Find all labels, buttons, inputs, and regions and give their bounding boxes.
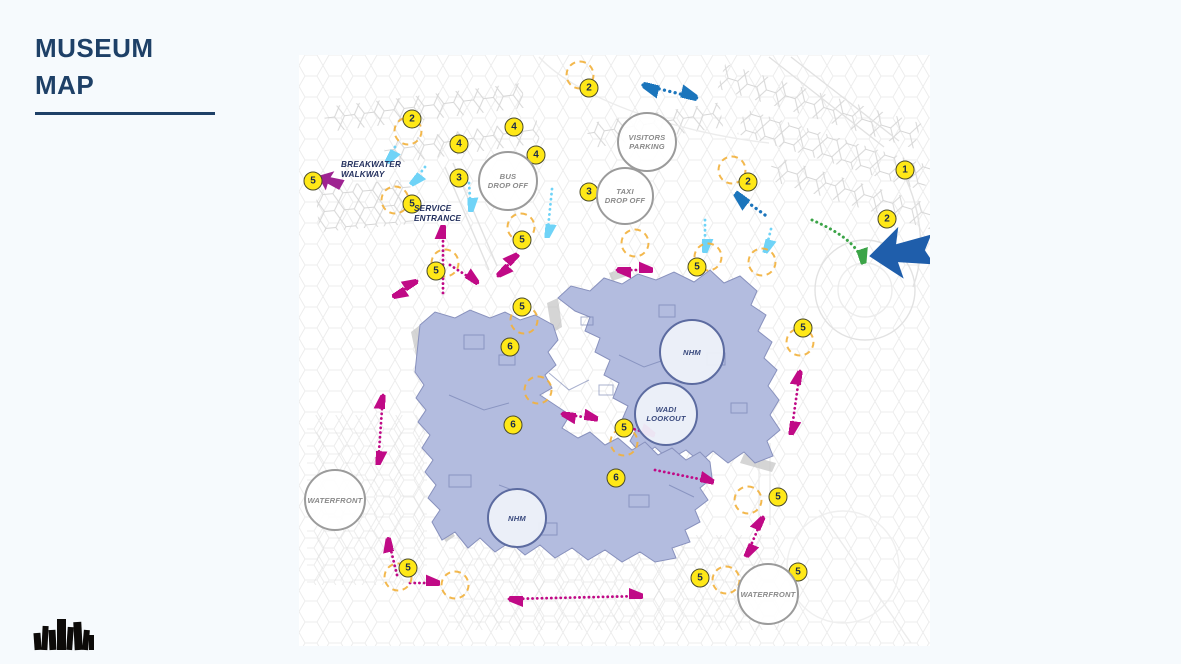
main-entrance-arrow-icon xyxy=(869,226,930,279)
page-title: MUSEUM MAP xyxy=(35,30,255,115)
blue-route-arrows xyxy=(643,85,767,217)
skyline-logo-icon xyxy=(33,619,94,651)
page-title-line1: MUSEUM xyxy=(35,33,154,63)
breakwater-walkway-label: BREAKWATER WALKWAY xyxy=(341,160,401,180)
map-base-drawing xyxy=(299,55,930,646)
breakwater-walkway-label-line1: BREAKWATER xyxy=(341,160,402,169)
cyan-route-arrows xyxy=(387,145,771,253)
title-underline xyxy=(35,112,215,115)
page-title-line2: MAP xyxy=(35,70,95,100)
service-entrance-label-line2: ENTRANCE xyxy=(414,214,462,223)
breakwater-walkway-label-line2: WALKWAY xyxy=(341,170,385,179)
breakwater-arrow-icon xyxy=(318,171,345,191)
service-entrance-label: SERVICE ENTRANCE xyxy=(414,204,461,224)
service-entrance-label-line1: SERVICE xyxy=(414,204,452,213)
